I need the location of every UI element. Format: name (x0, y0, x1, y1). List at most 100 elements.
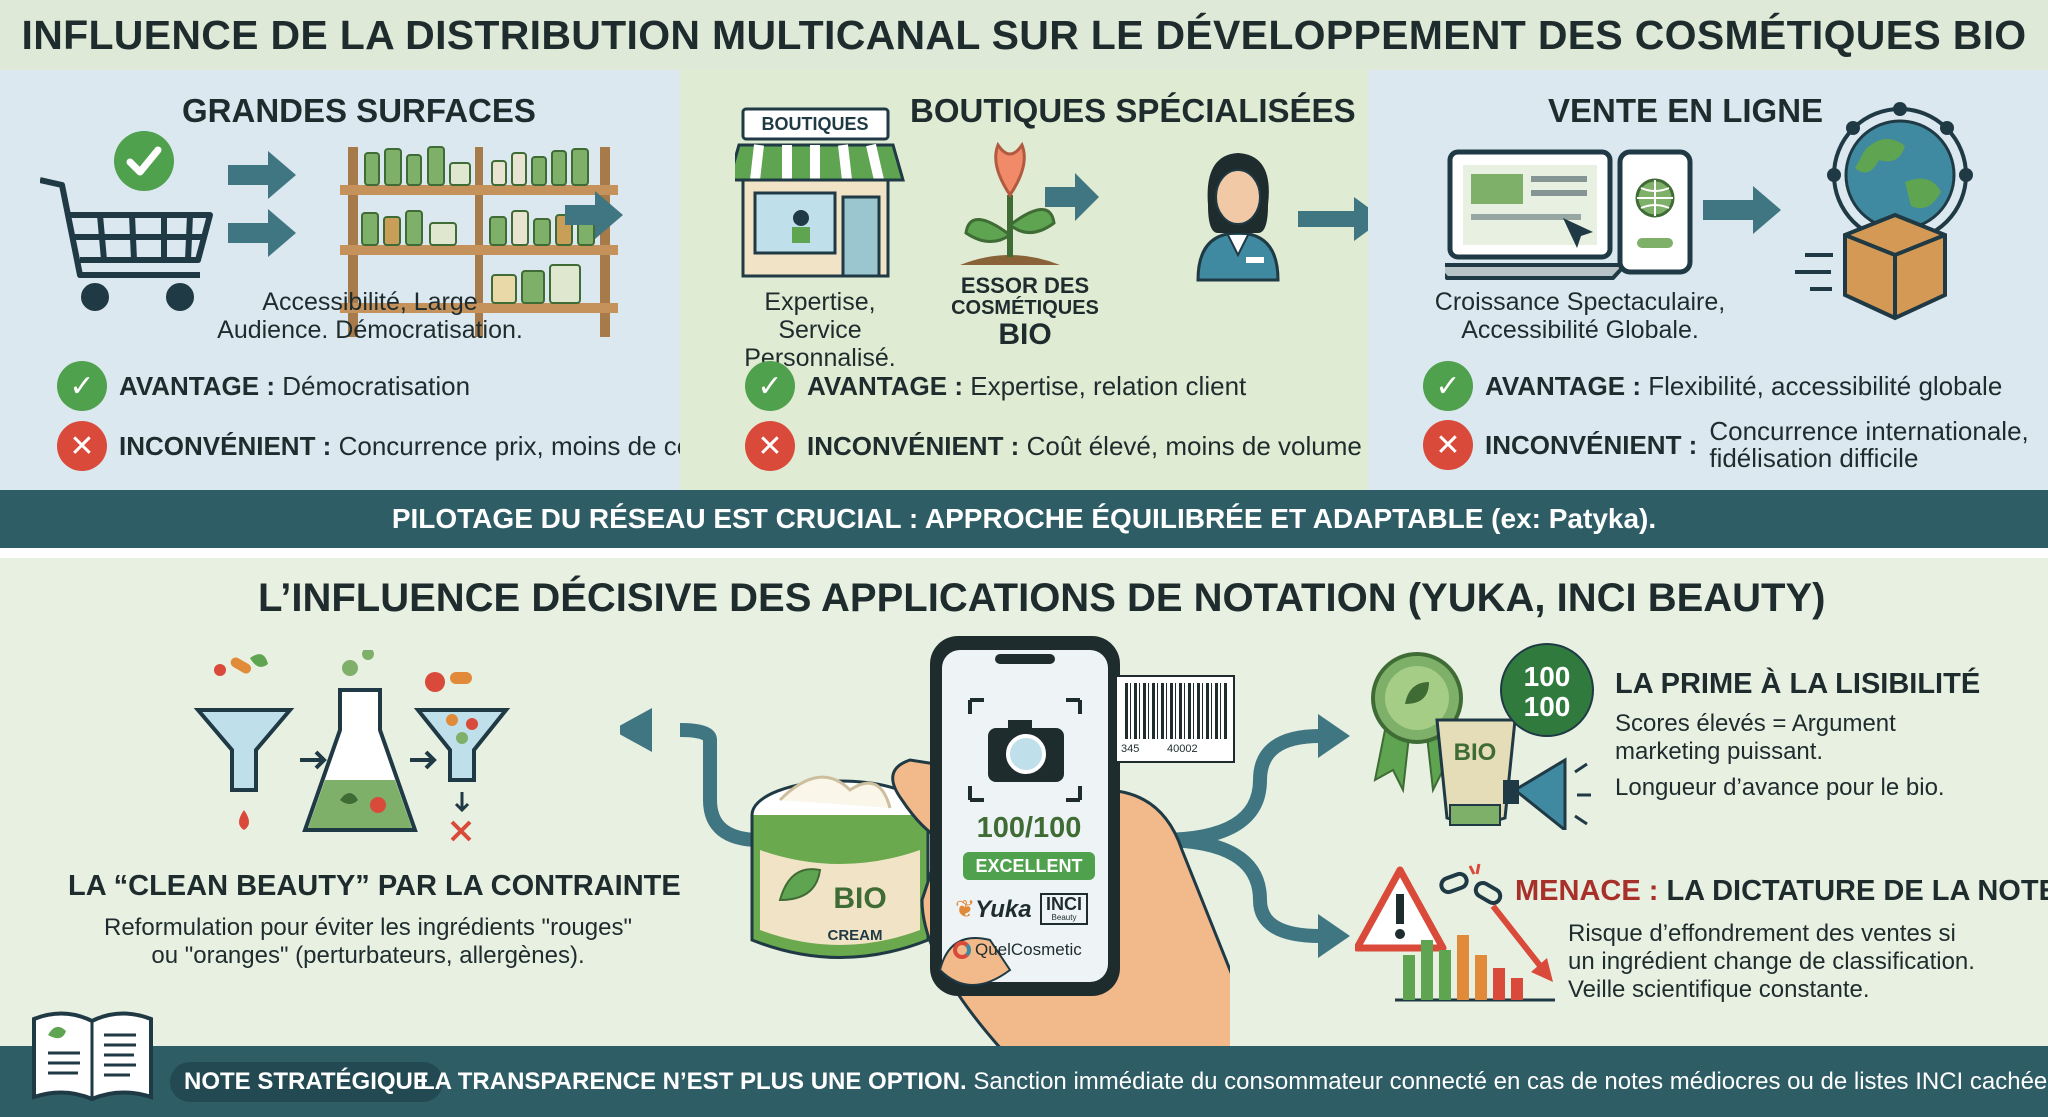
prime-title: LA PRIME À LA LISIBILITÉ (1615, 668, 1981, 700)
inci-beauty-logo: INCI Beauty (1040, 893, 1088, 925)
vente-en-ligne-title: VENTE EN LIGNE (1548, 92, 1824, 129)
grandes-surfaces-con: ✕ INCONVÉNIENT : Concurrence prix, moins… (57, 421, 745, 471)
essor-line3: BIO (998, 318, 1052, 351)
shopping-cart-icon (40, 177, 213, 311)
con-text-line1: Concurrence internationale, (1709, 416, 2029, 446)
barcode-bars (1125, 683, 1229, 739)
quelcosmetic-logo: QuelCosmetic (953, 940, 1082, 960)
prime-line1: Scores élevés = Argument (1615, 710, 1896, 737)
vente-caption-line1: Croissance Spectaculaire, (1434, 288, 1726, 316)
vente-en-ligne-caption: Croissance Spectaculaire, Accessibilité … (1420, 288, 1740, 344)
score-badge-bottom: 100 (1524, 691, 1571, 722)
score-badge-icon: 100 100 (1500, 643, 1594, 737)
con-text: Concurrence prix, moins de conseil (338, 430, 745, 461)
essor-label: ESSOR DES COSMÉTIQUES BIO (940, 275, 1110, 351)
vente-en-ligne-con: ✕ INCONVÉNIENT : Concurrence internation… (1423, 418, 2029, 472)
shelves-icon (340, 146, 618, 337)
pro-text: Démocratisation (282, 370, 471, 401)
supermarket-illustration (40, 131, 623, 337)
con-label: INCONVÉNIENT : (807, 430, 1020, 461)
laptop-icon (1445, 149, 1630, 280)
clean-beauty-title: LA “CLEAN BEAUTY” PAR LA CONTRAINTE (68, 870, 681, 902)
grandes-surfaces-caption-line2: Audience. Démocratisation. (217, 316, 523, 344)
main-title: INFLUENCE DE LA DISTRIBUTION MULTICANAL … (21, 11, 2027, 58)
online-illustration (1445, 102, 1973, 321)
check-icon: ✓ (1423, 361, 1473, 411)
phone-rating-badge: EXCELLENT (963, 852, 1095, 880)
boutiques-caption: Expertise, Service Personnalisé. (700, 288, 940, 372)
globe-icon (1827, 102, 1973, 243)
bio-cream-jar-icon: BIO CREAM (750, 775, 930, 959)
flask-icon (302, 688, 418, 832)
note-strategique-text: LA TRANSPARENCE N’EST PLUS UNE OPTION. S… (420, 1068, 2048, 1096)
prime-text: Scores élevés = Argument marketing puiss… (1615, 710, 1945, 802)
menace-label: MENACE : (1515, 875, 1659, 907)
quelcosmetic-text: QuelCosmetic (975, 940, 1082, 959)
sprout-icon (960, 141, 1060, 265)
menace-text: Risque d’effondrement des ventes si un i… (1568, 920, 1975, 1004)
menace-line3: Veille scientifique constante. (1568, 976, 1870, 1003)
advisor-icon (1196, 153, 1280, 282)
pro-text: Expertise, relation client (970, 370, 1247, 401)
yuka-logo: ❦Yuka (955, 895, 1032, 924)
score-badge-top: 100 (1524, 661, 1571, 692)
broken-chain-icon (1439, 863, 1503, 905)
boutique-illustration: BOUTIQUES (735, 107, 1099, 278)
pilotage-banner: PILOTAGE DU RÉSEAU EST CRUCIAL : APPROCH… (0, 490, 2048, 548)
funnel-right-icon (413, 708, 511, 842)
check-icon: ✓ (745, 361, 795, 411)
clean-beauty-text: Reformulation pour éviter les ingrédient… (68, 914, 668, 970)
open-book-icon (32, 1011, 153, 1102)
jar-label: BIO (833, 882, 886, 915)
pro-label: AVANTAGE : (119, 370, 275, 401)
menace-line1: Risque d’effondrement des ventes si (1568, 920, 1956, 947)
shop-icon: BOUTIQUES (735, 107, 905, 278)
tube-icon: BIO (1435, 718, 1517, 826)
clean-line1: Reformulation pour éviter les ingrédient… (104, 914, 632, 941)
con-text: Concurrence internationale, fidélisation… (1709, 418, 2028, 472)
pilotage-text: PILOTAGE DU RÉSEAU EST CRUCIAL : APPROCH… (391, 503, 1657, 534)
note-body-text: Sanction immédiate du consommateur conne… (973, 1068, 2048, 1095)
phone-hand-illustration (891, 636, 1230, 1050)
con-label: INCONVÉNIENT : (119, 430, 332, 461)
boutiques-con: ✕ INCONVÉNIENT : Coût élevé, moins de vo… (745, 421, 1362, 471)
pro-label: AVANTAGE : (1485, 370, 1641, 401)
shop-sign-text: BOUTIQUES (761, 114, 868, 134)
grandes-surfaces-pro: ✓ AVANTAGE : Démocratisation (57, 361, 470, 411)
boutiques-pro: ✓ AVANTAGE : Expertise, relation client (745, 361, 1246, 411)
grandes-surfaces-caption-line1: Accessibilité, Large (262, 288, 478, 316)
apps-title: L’INFLUENCE DÉCISIVE DES APPLICATIONS DE… (258, 576, 1826, 620)
main-title-bar: INFLUENCE DE LA DISTRIBUTION MULTICANAL … (0, 0, 2048, 70)
barcode-left-digits: 345 (1121, 743, 1140, 755)
ingredients-icon (214, 650, 472, 692)
menace-title-text: LA DICTATURE DE LA NOTE (1666, 875, 2048, 907)
barcode-right-digits: 40002 (1167, 743, 1198, 755)
smartphone-icon (1617, 149, 1693, 275)
vente-en-ligne-pro: ✓ AVANTAGE : Flexibilité, accessibilité … (1423, 361, 2002, 411)
camera-icon (968, 698, 1082, 802)
inci-text: INCI (1046, 894, 1082, 914)
prime-illustration: BIO 100 100 (1371, 643, 1594, 830)
megaphone-icon (1503, 757, 1591, 830)
falling-chart-icon (1395, 904, 1555, 1002)
yuka-leaf-icon: ❦ (955, 896, 976, 923)
con-text: Coût élevé, moins de volume (1026, 430, 1362, 461)
check-icon: ✓ (57, 361, 107, 411)
note-strategique-tag: NOTE STRATÉGIQUE (170, 1062, 443, 1102)
con-text-line2: fidélisation difficile (1709, 443, 1919, 473)
boutique-to-online-arrow (1298, 195, 1388, 248)
prime-line2: marketing puissant. (1615, 738, 1824, 765)
menace-title: MENACE : LA DICTATURE DE LA NOTE (1515, 875, 2048, 908)
jar-sublabel: CREAM (828, 927, 883, 944)
funnel-left-icon (193, 708, 295, 830)
tube-label: BIO (1454, 739, 1497, 766)
barcode-icon: 345 40002 (1115, 675, 1235, 763)
quelcosmetic-icon (953, 941, 971, 959)
filtering-illustration (193, 650, 511, 842)
warning-icon (1355, 866, 1447, 952)
boutiques-caption-line1: Expertise, (764, 288, 876, 316)
section-divider (0, 548, 2048, 558)
phone-score: 100/100 (976, 812, 1082, 844)
cross-icon: ✕ (745, 421, 795, 471)
phone-arrows (620, 708, 1350, 958)
